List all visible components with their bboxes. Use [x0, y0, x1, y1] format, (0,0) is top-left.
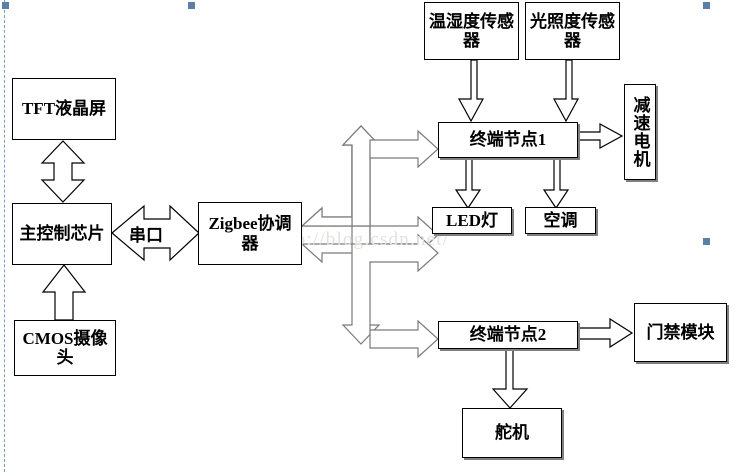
node-led-light[interactable]: LED灯 [432, 207, 512, 234]
node-temperature-humidity-sensor[interactable]: 温湿度传感器 [424, 2, 519, 60]
selection-border [4, 0, 5, 472]
node-reduction-motor[interactable]: 减速电机 [624, 84, 656, 180]
node-reduction-motor-label: 减速电机 [630, 96, 650, 168]
node-air-conditioner[interactable]: 空调 [525, 207, 596, 234]
node-cmos-camera[interactable]: CMOS摄像头 [14, 320, 116, 376]
node-access-control-module-label: 门禁模块 [646, 322, 715, 342]
node-servo-motor[interactable]: 舵机 [462, 408, 562, 458]
watermark-text: http://blog.csdn.net/ [272, 229, 450, 250]
node-temperature-humidity-sensor-label: 温湿度传感器 [429, 11, 514, 50]
node-servo-motor-label: 舵机 [495, 423, 529, 443]
node-end-node-1-label: 终端节点1 [469, 130, 547, 150]
selection-handle-top-right[interactable] [703, 2, 710, 9]
node-main-control-chip[interactable]: 主控制芯片 [12, 203, 112, 265]
node-led-light-label: LED灯 [446, 210, 498, 230]
selection-handle-top-left[interactable] [2, 2, 9, 9]
connector-zigbee-endnode1 [300, 125, 439, 264]
node-zigbee-coordinator[interactable]: Zigbee协调器 [198, 202, 302, 265]
node-zigbee-coordinator-label: Zigbee协调器 [208, 214, 292, 253]
node-cmos-camera-label: CMOS摄像头 [22, 328, 108, 367]
node-air-conditioner-label: 空调 [543, 210, 578, 230]
connector-light-endnode1 [552, 59, 580, 123]
node-access-control-module[interactable]: 门禁模块 [634, 303, 727, 362]
connector-temphum-endnode1 [457, 59, 485, 123]
connector-endnode1-motor [577, 122, 624, 150]
selection-handle-top-center[interactable] [188, 2, 195, 9]
node-main-control-chip-label: 主控制芯片 [19, 224, 105, 244]
node-tft-lcd-screen-label: TFT液晶屏 [21, 99, 107, 119]
connector-endnode2-access [577, 317, 634, 349]
edge-label-serial-port: 串口 [129, 226, 163, 245]
node-tft-lcd-screen[interactable]: TFT液晶屏 [12, 78, 116, 140]
connector-cmos-mcu [41, 264, 87, 321]
connector-endnode2-servo [491, 348, 529, 409]
node-end-node-1[interactable]: 终端节点1 [438, 122, 578, 158]
selection-handle-middle-right[interactable] [703, 238, 710, 245]
connector-zigbee-endnode2 [341, 233, 439, 359]
connector-endnode1-aircon [542, 157, 570, 210]
node-light-intensity-sensor-label: 光照度传感器 [530, 11, 615, 50]
connector-mcu-tft [40, 140, 86, 203]
node-end-node-2[interactable]: 终端节点2 [438, 321, 578, 349]
connector-endnode1-led [454, 157, 482, 210]
node-end-node-2-label: 终端节点2 [469, 325, 547, 345]
node-light-intensity-sensor[interactable]: 光照度传感器 [525, 2, 620, 60]
